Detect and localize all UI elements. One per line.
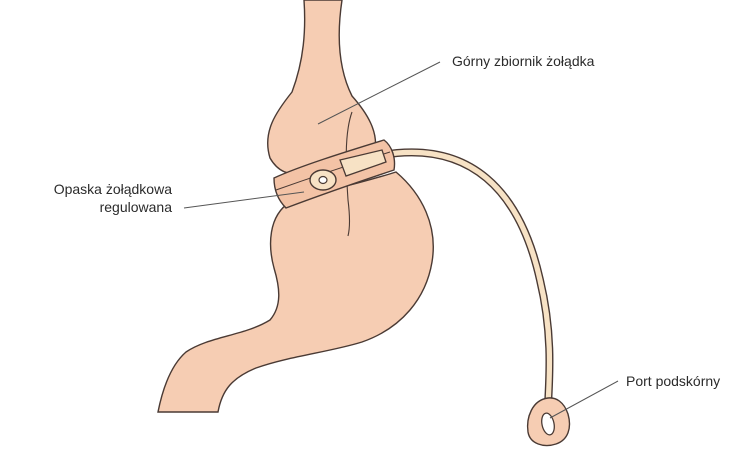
label-gastric-band-line1: Opaska żołądkowa — [0, 180, 172, 198]
band-buckle-hole — [319, 177, 327, 184]
leader-line-port — [550, 381, 618, 418]
label-gastric-band-line2: regulowana — [0, 198, 172, 216]
stomach-body — [158, 172, 433, 412]
label-port: Port podskórny — [626, 372, 720, 390]
label-upper-pouch: Górny zbiornik żołądka — [452, 52, 594, 70]
label-gastric-band: Opaska żołądkowa regulowana — [0, 180, 172, 216]
